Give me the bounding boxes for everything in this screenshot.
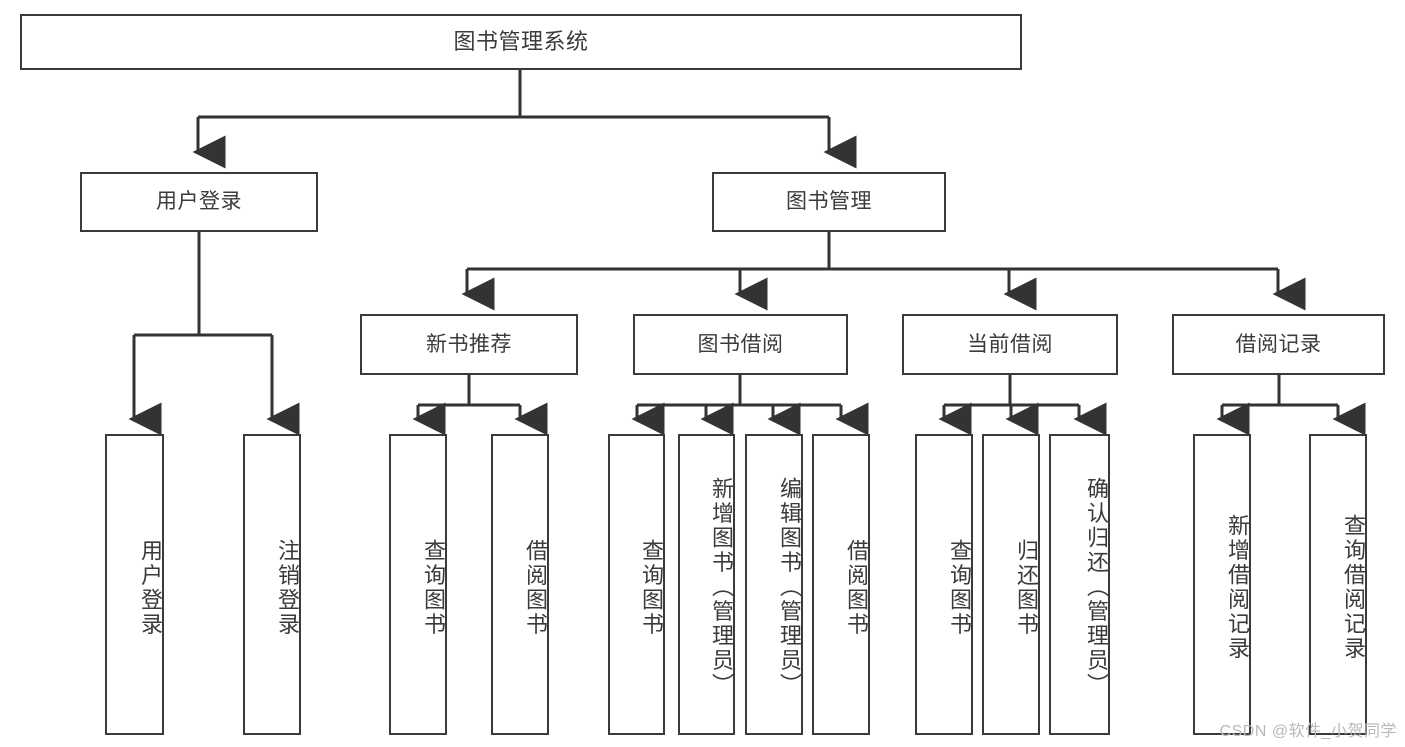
- node-current-borrow[interactable]: 当前借阅: [902, 314, 1118, 375]
- leaf-user-login-label: 用户登录: [138, 538, 163, 637]
- node-user-login[interactable]: 用户登录: [80, 172, 318, 232]
- leaf-query-book-1[interactable]: 查询图书: [389, 434, 447, 735]
- node-book-borrow[interactable]: 图书借阅: [633, 314, 848, 375]
- leaf-query-book-3[interactable]: 查询图书: [915, 434, 973, 735]
- node-current-borrow-label: 当前借阅: [967, 332, 1053, 356]
- leaf-add-record-label: 新增借阅记录: [1225, 514, 1250, 661]
- leaf-edit-book[interactable]: 编辑图书（管理员）: [745, 434, 803, 735]
- leaf-return-book-label: 归还图书: [1014, 538, 1039, 637]
- leaf-return-book[interactable]: 归还图书: [982, 434, 1040, 735]
- leaf-borrow-book-2[interactable]: 借阅图书: [812, 434, 870, 735]
- node-book-borrow-label: 图书借阅: [697, 332, 784, 356]
- leaf-query-record[interactable]: 查询借阅记录: [1309, 434, 1367, 735]
- leaf-borrow-book-1-label: 借阅图书: [523, 538, 548, 637]
- node-new-book-recommend[interactable]: 新书推荐: [360, 314, 578, 375]
- leaf-query-book-2[interactable]: 查询图书: [608, 434, 665, 735]
- leaf-add-record[interactable]: 新增借阅记录: [1193, 434, 1251, 735]
- node-root-label: 图书管理系统: [453, 28, 589, 54]
- leaf-add-book[interactable]: 新增图书（管理员）: [678, 434, 735, 735]
- leaf-query-book-1-label: 查询图书: [421, 538, 446, 637]
- leaf-edit-book-label: 编辑图书（管理员）: [777, 477, 802, 698]
- node-root[interactable]: 图书管理系统: [20, 14, 1022, 70]
- node-book-management[interactable]: 图书管理: [712, 172, 946, 232]
- leaf-logout-login-label: 注销登录: [275, 538, 300, 637]
- leaf-logout-login[interactable]: 注销登录: [243, 434, 301, 735]
- leaf-user-login[interactable]: 用户登录: [105, 434, 164, 735]
- node-new-book-recommend-label: 新书推荐: [426, 332, 512, 356]
- leaf-confirm-return-label: 确认归还（管理员）: [1084, 477, 1109, 698]
- leaf-confirm-return[interactable]: 确认归还（管理员）: [1049, 434, 1110, 735]
- leaf-query-book-3-label: 查询图书: [947, 538, 972, 637]
- node-user-login-label: 用户登录: [156, 190, 242, 214]
- leaf-add-book-label: 新增图书（管理员）: [709, 477, 734, 698]
- leaf-query-book-2-label: 查询图书: [639, 538, 664, 637]
- node-borrow-record[interactable]: 借阅记录: [1172, 314, 1385, 375]
- leaf-borrow-book-2-label: 借阅图书: [844, 538, 869, 637]
- watermark: CSDN @软件_小贺同学: [1219, 723, 1397, 740]
- leaf-query-record-label: 查询借阅记录: [1341, 514, 1366, 661]
- leaf-borrow-book-1[interactable]: 借阅图书: [491, 434, 549, 735]
- node-book-management-label: 图书管理: [786, 190, 872, 214]
- node-borrow-record-label: 借阅记录: [1235, 332, 1322, 356]
